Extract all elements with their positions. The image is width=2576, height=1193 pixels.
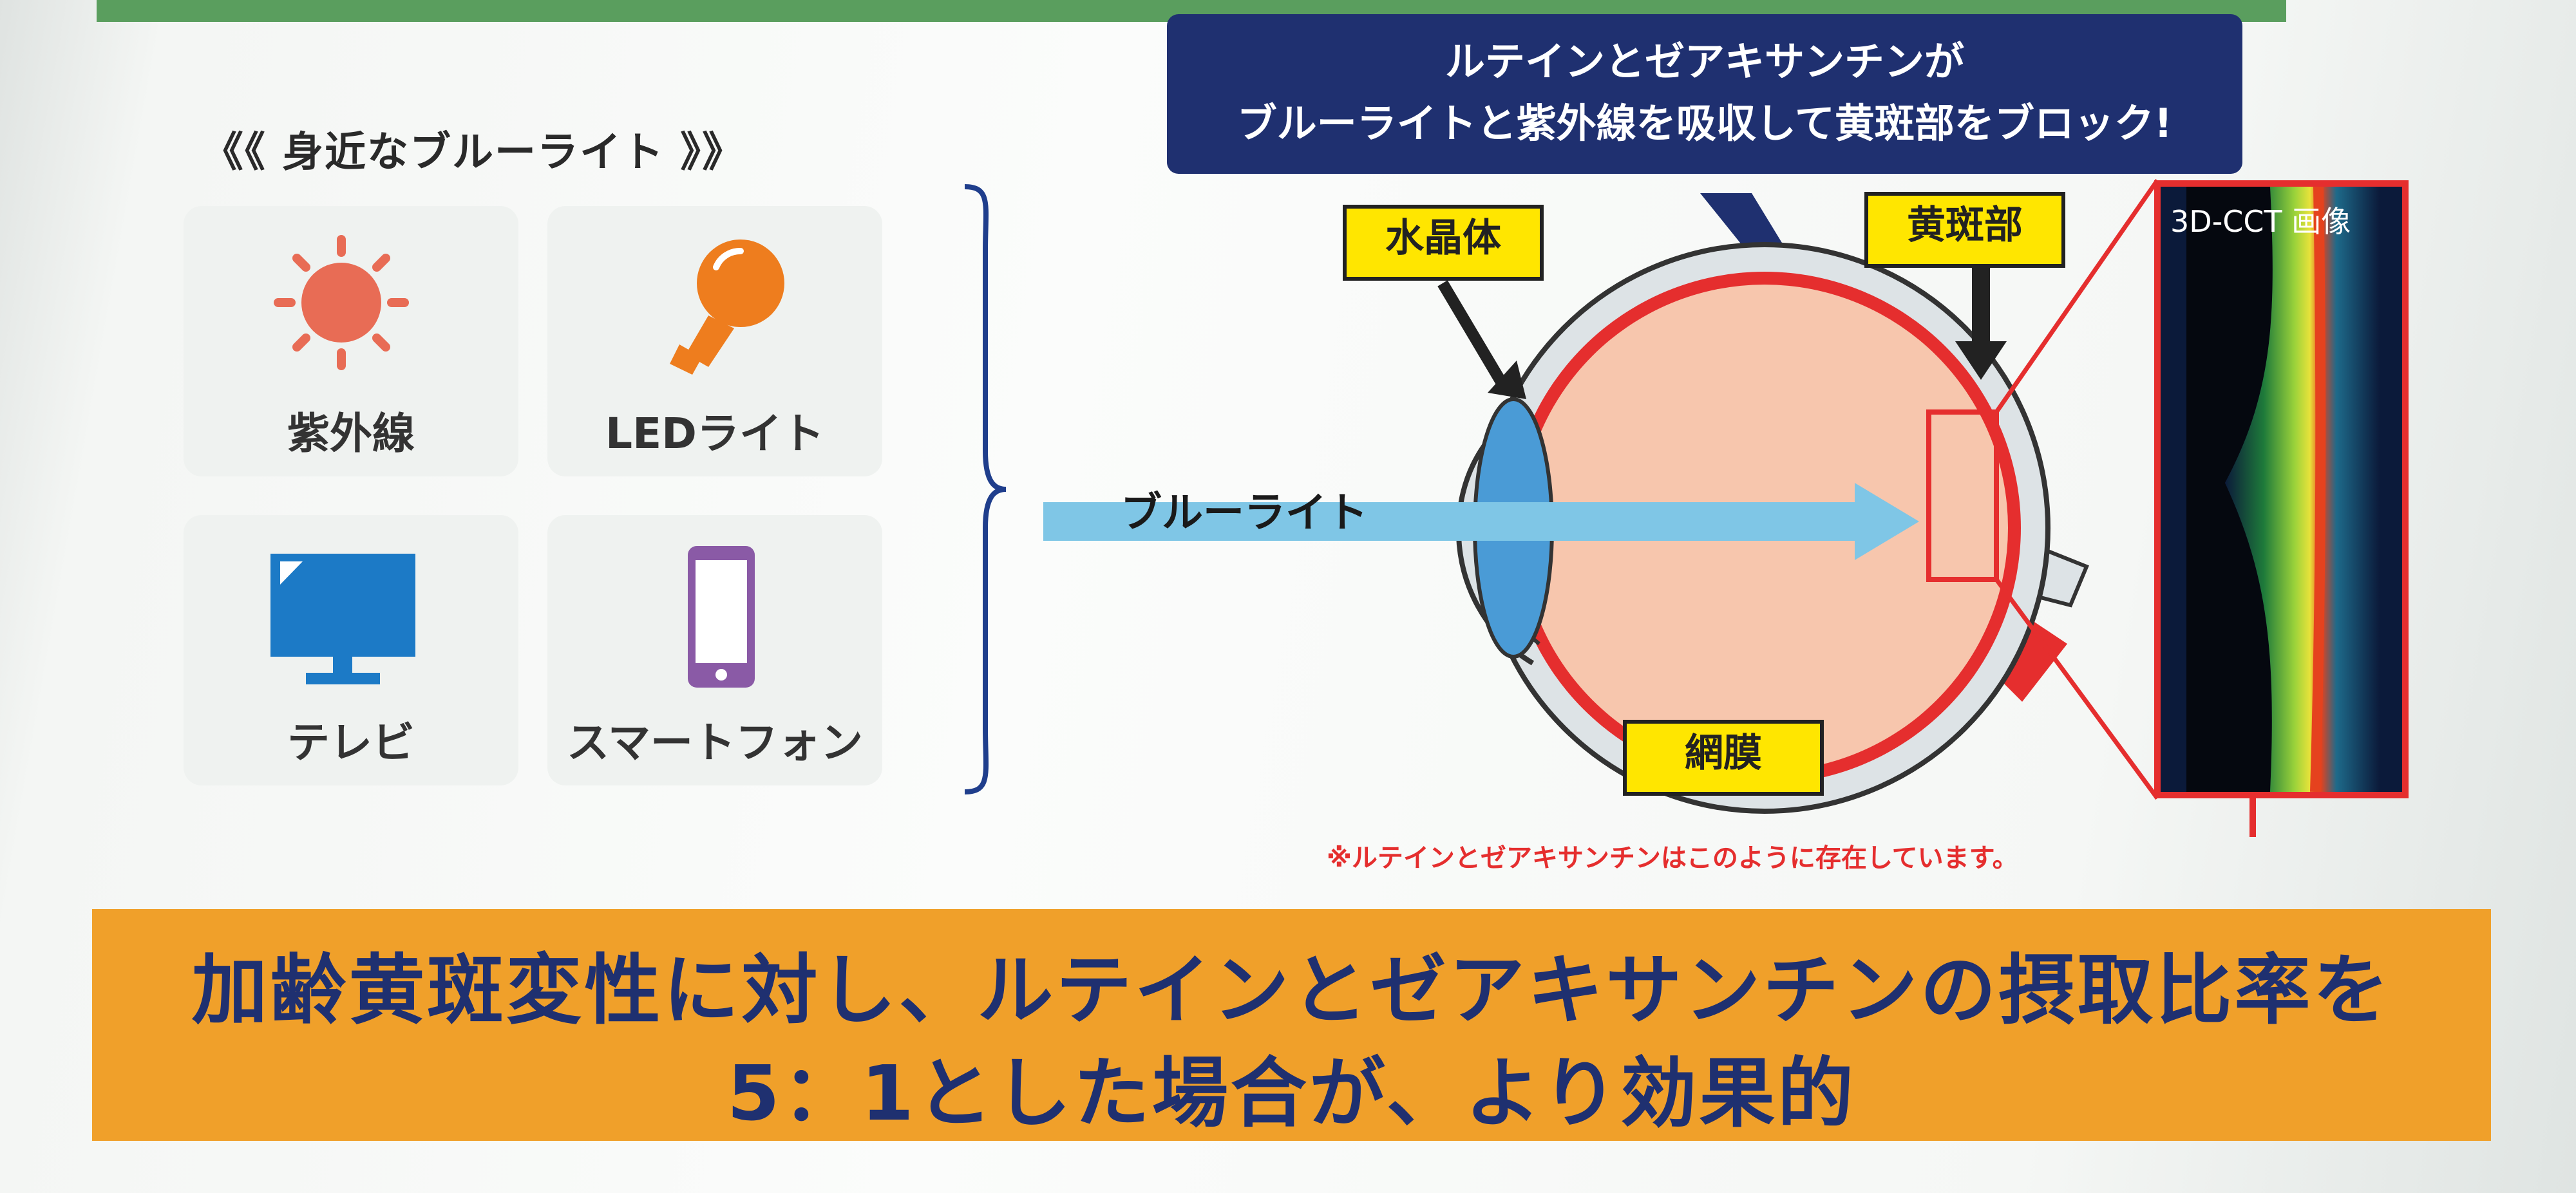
- label-macula: 黄斑部: [1864, 192, 2065, 268]
- footnote: ※ルテインとゼアキサンチンはこのように存在しています。: [1327, 843, 2018, 873]
- tile-label-led: LEDライト: [605, 409, 824, 458]
- oct-label: 3D-CCT 画像: [2170, 204, 2351, 239]
- callout-line2: ブルーライトと紫外線を吸収して黄斑部をブロック!: [1236, 100, 2173, 147]
- tile-label-uv: 紫外線: [287, 409, 415, 458]
- blue-light-arrow: [1043, 483, 1919, 560]
- arrow-label: ブルーライト: [1121, 489, 1368, 537]
- conclusion-banner: 加齢黄斑変性に対し、ルテインとゼアキサンチンの摂取比率を 5：1とした場合が、よ…: [92, 909, 2491, 1141]
- sun-icon: [274, 235, 409, 370]
- eye-diagram: [1043, 179, 2264, 837]
- tile-label-smartphone: スマートフォン: [566, 718, 864, 767]
- oct-image: [2154, 180, 2409, 798]
- label-lens: 水晶体: [1343, 205, 1544, 281]
- callout-line1: ルテインとゼアキサンチンが: [1444, 38, 1964, 85]
- oct-leader-top: [1994, 179, 2159, 413]
- banner-line2: 5：1とした場合が、より効果的: [726, 1049, 1857, 1138]
- lens-arrow: [1437, 280, 1509, 390]
- banner-line1: 加齢黄斑変性に対し、ルテインとゼアキサンチンの摂取比率を: [191, 946, 2392, 1035]
- smartphone-icon: [688, 546, 755, 688]
- tile-uv: 紫外線: [184, 206, 518, 476]
- tile-smartphone: スマートフォン: [547, 515, 882, 785]
- label-retina: 網膜: [1623, 720, 1824, 796]
- tile-label-tv: テレビ: [287, 718, 415, 767]
- panel-title: 《《 身近なブルーライト 》》: [202, 129, 745, 176]
- grouping-brace: [964, 184, 1007, 794]
- tile-tv: テレビ: [184, 515, 518, 785]
- footnote-arrow: [2249, 798, 2256, 837]
- tv-icon: [270, 554, 415, 684]
- callout-box: ルテインとゼアキサンチンが ブルーライトと紫外線を吸収して黄斑部をブロック!: [1167, 14, 2242, 174]
- macula-highlight: [1926, 409, 1999, 582]
- oct-leader-bottom: [1994, 578, 2159, 800]
- lightbulb-icon: [670, 240, 784, 375]
- tile-led: LEDライト: [547, 206, 882, 476]
